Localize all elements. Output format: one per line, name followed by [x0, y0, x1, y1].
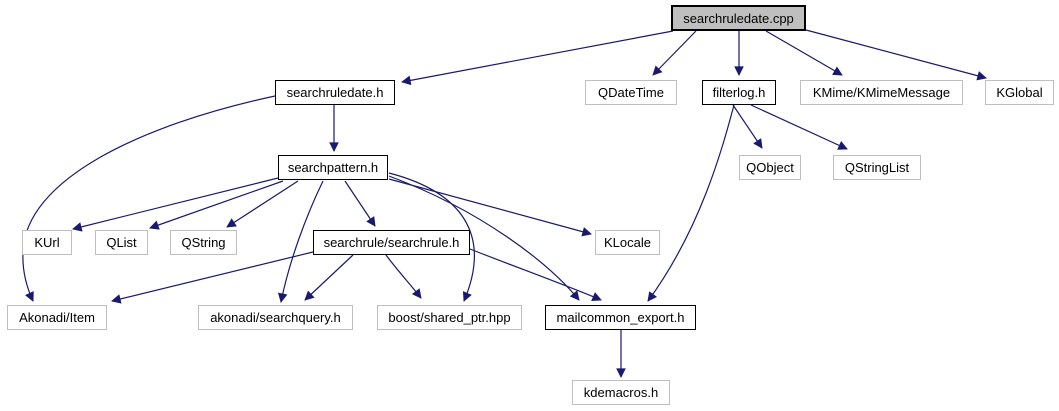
node-searchruledate_h[interactable]: searchruledate.h [275, 80, 395, 105]
node-filterlog_h[interactable]: filterlog.h [702, 80, 776, 105]
edge-searchruledate_cpp-to-qdatetime [652, 30, 697, 76]
edge-searchpattern_h-to-akonadi_searchquery_h [277, 180, 324, 303]
edge-searchruledate_cpp-to-kglobal [805, 29, 987, 81]
edge-searchpattern_h-to-klocale [388, 178, 592, 237]
edge-searchpattern_h-to-qlist [149, 180, 284, 230]
node-searchrule_searchrule_h[interactable]: searchrule/searchrule.h [313, 230, 470, 255]
edge-searchrule_searchrule_h-to-boost_shared_ptr_hpp [385, 254, 422, 299]
node-mailcommon_export_h[interactable]: mailcommon_export.h [545, 305, 696, 330]
edge-searchrule_searchrule_h-to-mailcommon_export_h [469, 248, 602, 301]
node-searchruledate_cpp[interactable]: searchruledate.cpp [671, 5, 806, 31]
node-kmime_kmimemessage: KMime/KMimeMessage [800, 80, 963, 105]
edge-searchpattern_h-to-qstring [226, 180, 299, 228]
edge-searchruledate_cpp-to-searchruledate_h [401, 30, 674, 86]
node-qstring: QString [170, 230, 237, 255]
node-boost_shared_ptr_hpp: boost/shared_ptr.hpp [377, 305, 522, 330]
node-klocale: KLocale [595, 230, 660, 255]
edge-filterlog_h-to-qstringlist [750, 104, 848, 150]
edge-filterlog_h-to-qobject [732, 104, 763, 149]
edge-searchpattern_h-to-kurl [72, 177, 279, 232]
node-akonadi_searchquery_h: akonadi/searchquery.h [198, 305, 353, 330]
node-akonadi_item: Akonadi/Item [7, 305, 107, 330]
node-kdemacros_h: kdemacros.h [572, 380, 670, 405]
node-searchpattern_h[interactable]: searchpattern.h [278, 155, 388, 180]
node-qdatetime: QDateTime [585, 80, 677, 105]
node-kglobal: KGlobal [985, 80, 1054, 105]
edge-searchruledate_cpp-to-kmime_kmimemessage [765, 30, 843, 76]
edge-searchruledate_h-to-akonadi_item [22, 95, 276, 302]
edge-filterlog_h-to-mailcommon_export_h [647, 104, 735, 302]
edge-searchpattern_h-to-boost_shared_ptr_hpp [388, 172, 475, 302]
node-qobject: QObject [739, 155, 801, 180]
node-qstringlist: QStringList [833, 155, 921, 180]
edge-searchpattern_h-to-searchrule_searchrule_h [344, 180, 376, 227]
edge-searchrule_searchrule_h-to-akonadi_item [111, 251, 314, 304]
node-kurl: KUrl [22, 230, 72, 255]
node-qlist: QList [95, 230, 148, 255]
edge-searchrule_searchrule_h-to-akonadi_searchquery_h [304, 254, 354, 301]
